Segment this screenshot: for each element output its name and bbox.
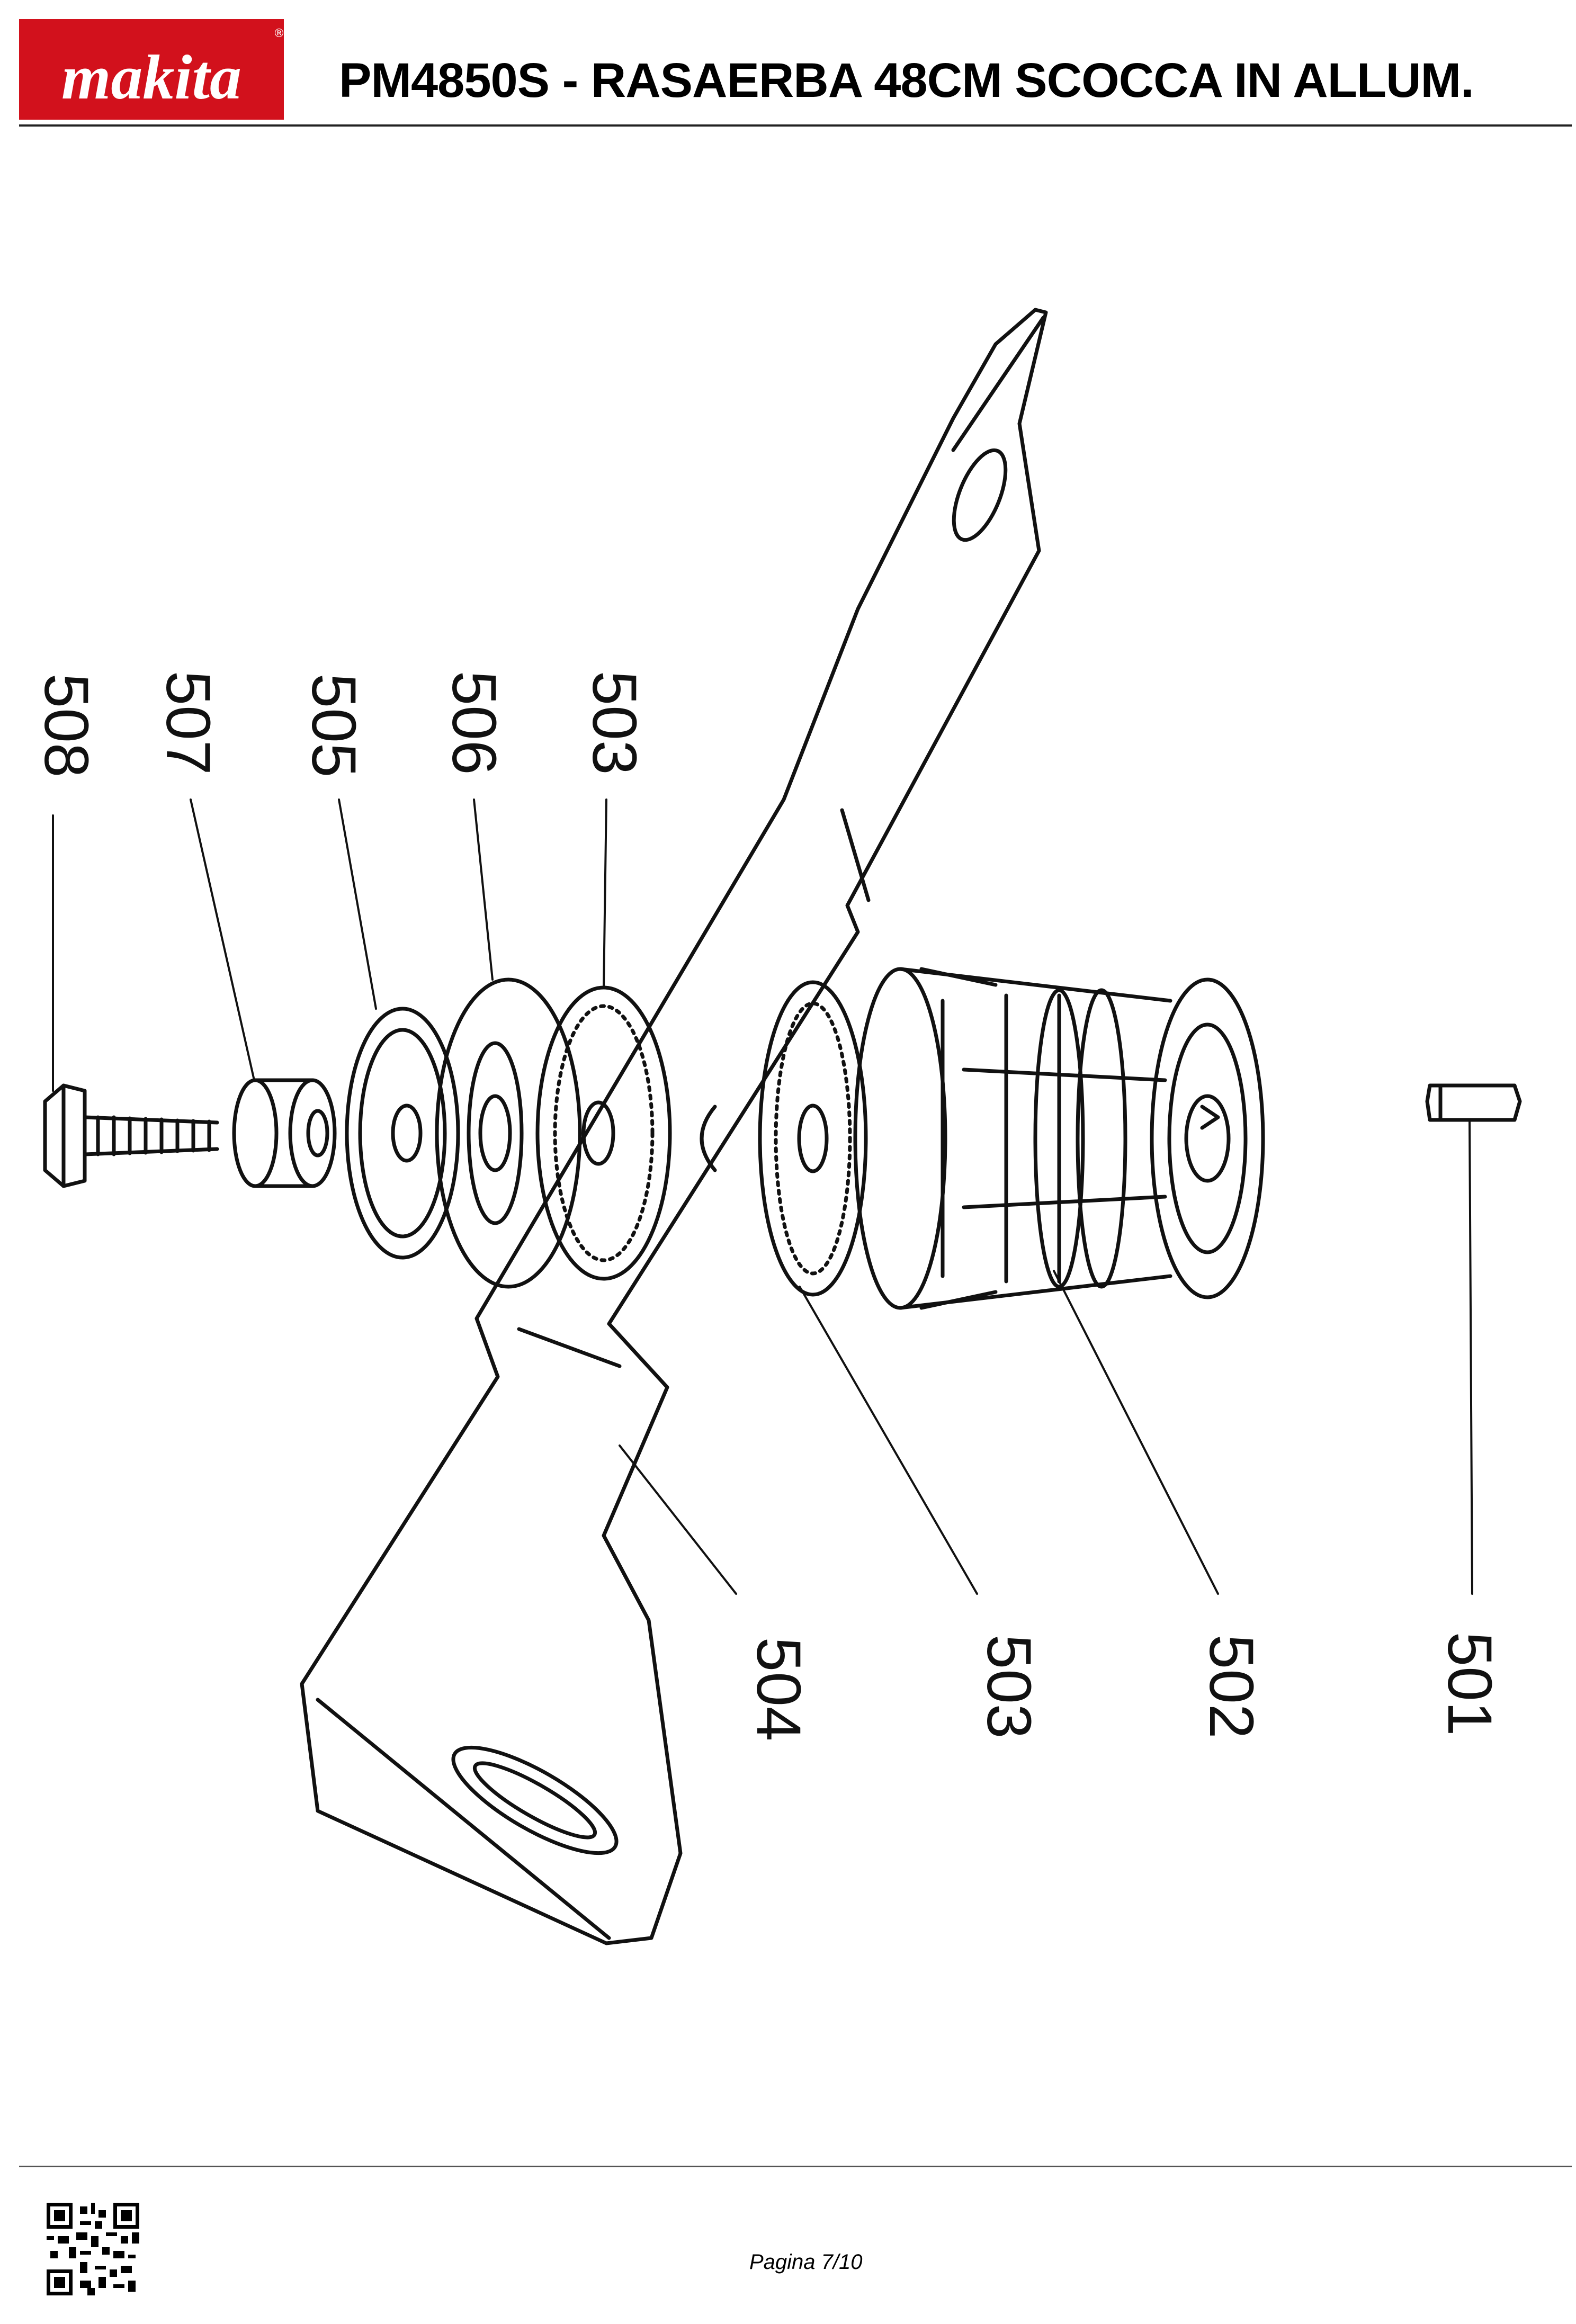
makita-logo: makita ® [19, 19, 284, 120]
friction-washer-503-lower [758, 980, 868, 1297]
qr-code [47, 2203, 139, 2295]
part-label-508: 508 [31, 674, 101, 778]
flat-washer-505 [345, 1007, 460, 1260]
part-label-507: 507 [153, 671, 223, 775]
footer-divider [19, 2166, 1572, 2167]
key-501 [1425, 1083, 1522, 1122]
hub-502 [853, 967, 1265, 1310]
leader-lines [52, 798, 1473, 1595]
part-label-503-upper: 503 [579, 671, 649, 775]
header-divider [19, 124, 1572, 127]
bolt-508 [43, 1083, 219, 1188]
page-number: Pagina 7/10 [749, 2250, 863, 2274]
part-label-501: 501 [1435, 1632, 1505, 1736]
logo-wordmark: makita [61, 42, 241, 112]
blade-clip [700, 1105, 717, 1172]
part-label-504: 504 [744, 1637, 813, 1742]
part-label-505: 505 [299, 674, 369, 778]
friction-washer-503-upper [535, 985, 672, 1281]
part-label-503-lower: 503 [974, 1635, 1044, 1739]
svg-text:®: ® [273, 27, 284, 40]
cup-washer-506 [435, 977, 582, 1289]
part-label-506: 506 [439, 671, 509, 775]
spacer-507 [232, 1078, 337, 1188]
part-label-502: 502 [1196, 1635, 1266, 1739]
page-title: PM4850S - RASAERBA 48CM SCOCCA IN ALLUM. [339, 53, 1474, 107]
part-labels: 508 507 505 506 503 504 503 502 501 [31, 671, 1505, 1742]
blade-504 [300, 308, 1048, 1945]
